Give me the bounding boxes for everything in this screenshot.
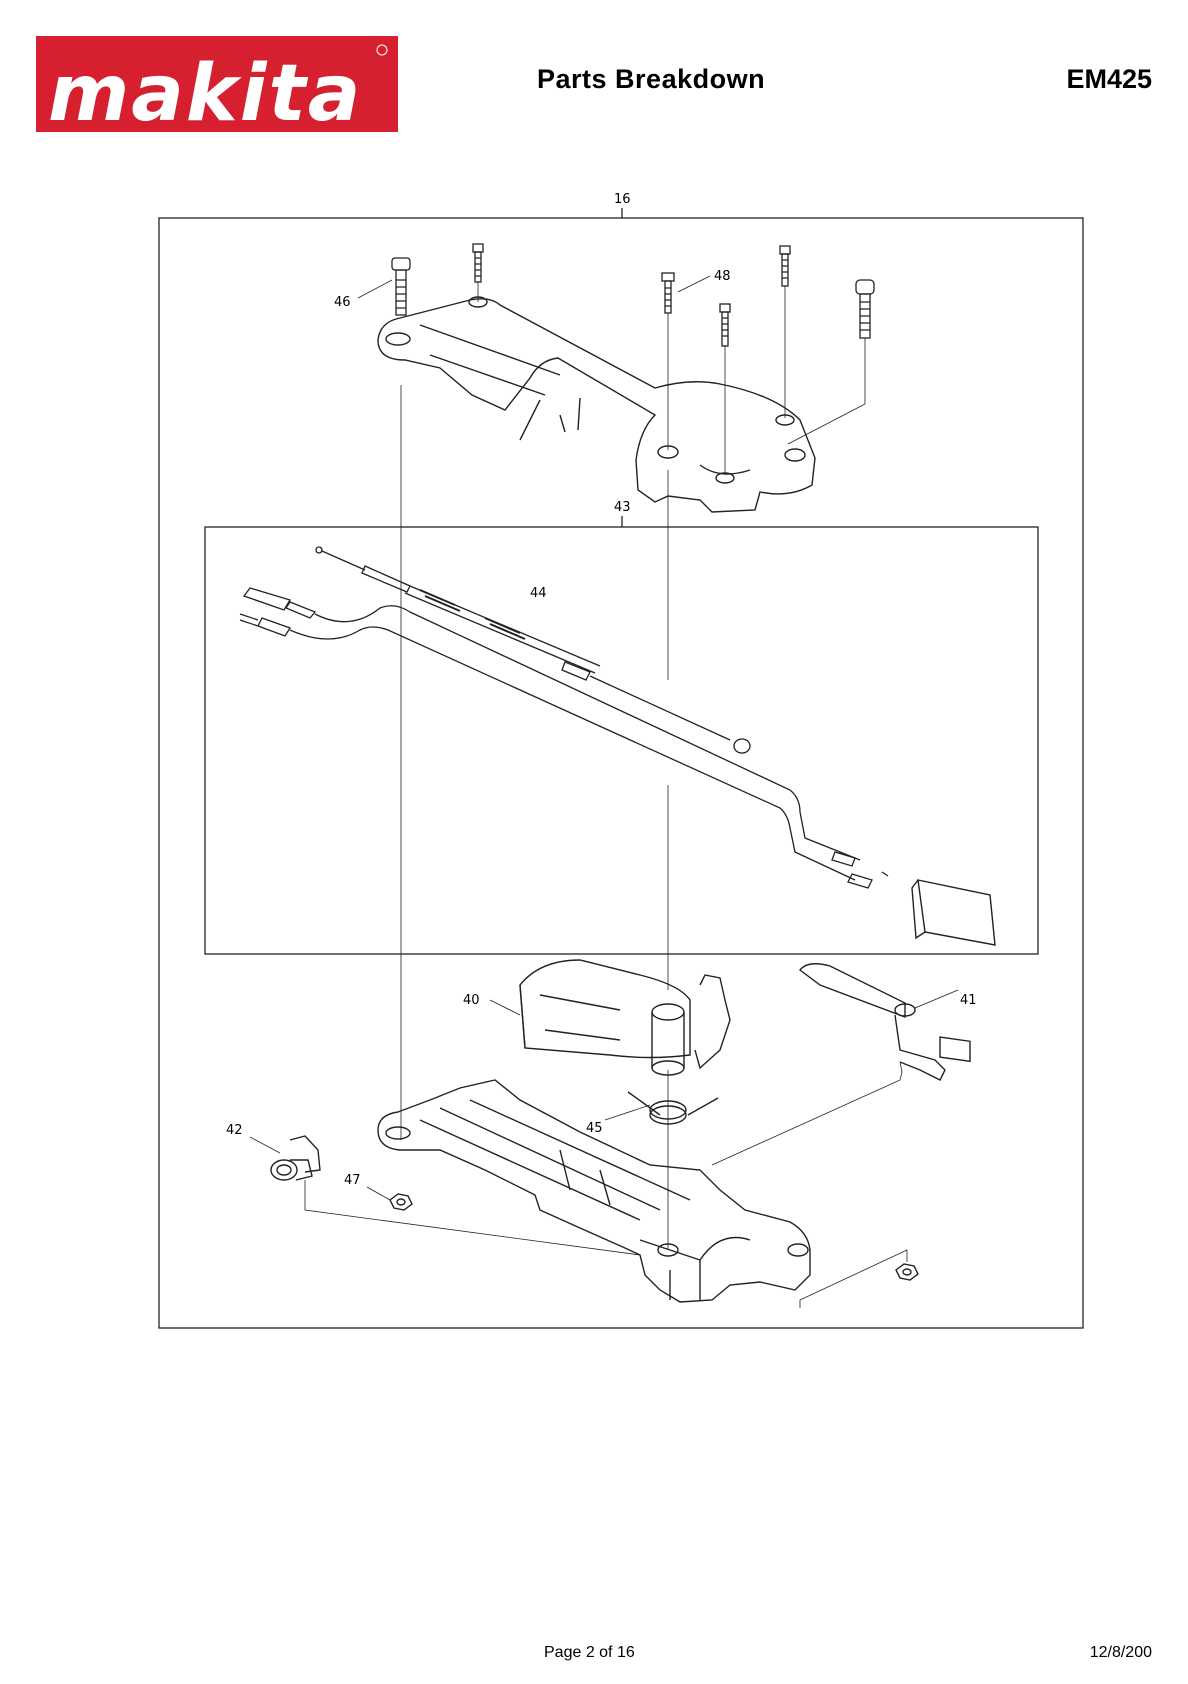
callout-48: 48 — [714, 269, 731, 284]
page-title: Parts Breakdown — [537, 64, 766, 94]
lever-41 — [711, 963, 946, 1166]
callout-42: 42 — [226, 1123, 243, 1138]
makita-logo: makita — [36, 36, 398, 132]
screw-c — [779, 245, 791, 418]
assembly-frame-43 — [204, 526, 1039, 955]
handle-upper-housing — [377, 296, 816, 513]
callout-40: 40 — [463, 993, 480, 1008]
throttle-cable-44 — [315, 546, 751, 754]
callout-47: 47 — [344, 1173, 361, 1188]
model-number: EM425 — [1066, 64, 1152, 94]
screw-a — [472, 243, 484, 302]
nut-47 — [389, 1193, 413, 1211]
callout-41: 41 — [960, 993, 977, 1008]
screw-b — [719, 303, 731, 475]
screw-48 — [661, 272, 675, 450]
screw-46 — [391, 257, 411, 316]
callout-46: 46 — [334, 295, 351, 310]
handle-lower-housing — [377, 1079, 811, 1303]
nut-right — [799, 1249, 919, 1308]
page-number: Page 2 of 16 — [544, 1644, 635, 1661]
callout-16: 16 — [614, 192, 631, 207]
document-date: 12/8/200 — [1089, 1644, 1152, 1661]
stop-switch — [911, 879, 996, 1063]
stop-switch-wires — [239, 587, 889, 889]
callout-45: 45 — [586, 1121, 603, 1136]
part-42 — [270, 1135, 641, 1256]
callout-44: 44 — [530, 586, 547, 601]
lever-40 — [519, 959, 731, 1076]
screw-d — [787, 279, 875, 445]
callout-43: 43 — [614, 500, 631, 515]
svg-text:makita: makita — [48, 49, 362, 132]
spring-45 — [627, 1091, 719, 1125]
assembly-frame-16 — [158, 217, 1084, 1329]
makita-logo-graphic: makita — [36, 36, 398, 132]
